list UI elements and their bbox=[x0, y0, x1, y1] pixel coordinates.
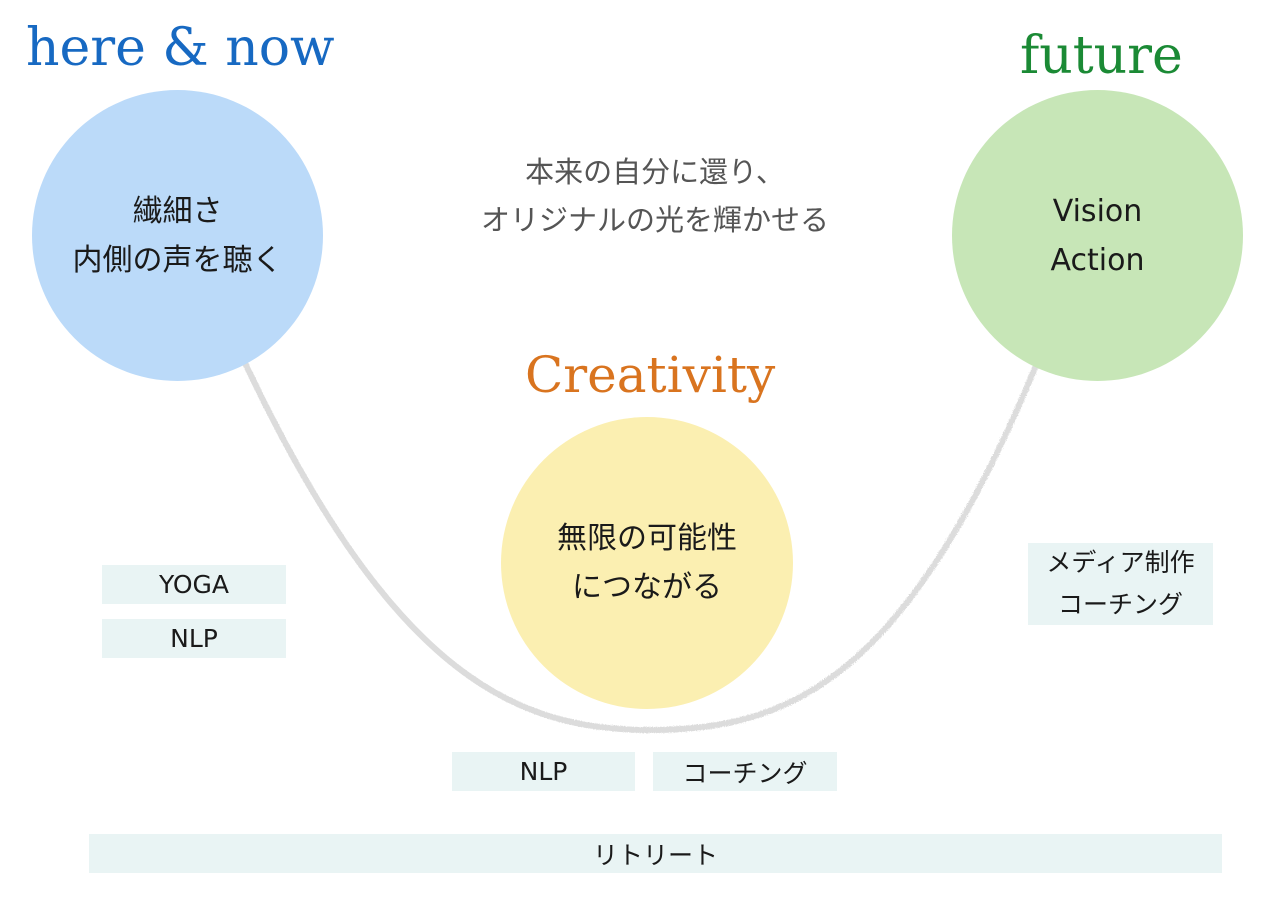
tagline-line1: 本来の自分に還り、 bbox=[525, 155, 785, 189]
nlp-tag-bottom: NLP bbox=[452, 752, 635, 791]
nlp-tag-left: NLP bbox=[102, 619, 286, 658]
future-title: future bbox=[1020, 26, 1183, 86]
here-now-circle-line1: 繊細さ bbox=[132, 193, 223, 229]
future-circle: Vision Action bbox=[952, 90, 1243, 381]
media-tag-line1: メディア制作 bbox=[1046, 548, 1195, 577]
creativity-circle: 無限の可能性 につながる bbox=[501, 417, 793, 709]
coaching-tag-bottom: コーチング bbox=[653, 752, 837, 791]
retreat-tag: リトリート bbox=[89, 834, 1222, 873]
yoga-tag: YOGA bbox=[102, 565, 286, 604]
tagline-line2: オリジナルの光を輝かせる bbox=[480, 203, 829, 237]
here-now-circle-line2: 内側の声を聴く bbox=[72, 242, 283, 278]
u-curve-path bbox=[243, 362, 1038, 734]
media-coaching-tag: メディア制作 コーチング bbox=[1028, 543, 1213, 625]
future-circle-line1: Vision bbox=[1052, 193, 1143, 229]
tagline: 本来の自分に還り、 オリジナルの光を輝かせる bbox=[450, 148, 860, 244]
creativity-title: Creativity bbox=[525, 346, 776, 404]
here-now-circle: 繊細さ 内側の声を聴く bbox=[32, 90, 323, 381]
here-now-title: here & now bbox=[26, 18, 335, 78]
creativity-circle-line2: につながる bbox=[572, 570, 722, 605]
creativity-circle-line1: 無限の可能性 bbox=[557, 521, 737, 556]
media-tag-line2: コーチング bbox=[1057, 590, 1183, 619]
future-circle-line2: Action bbox=[1050, 242, 1145, 278]
